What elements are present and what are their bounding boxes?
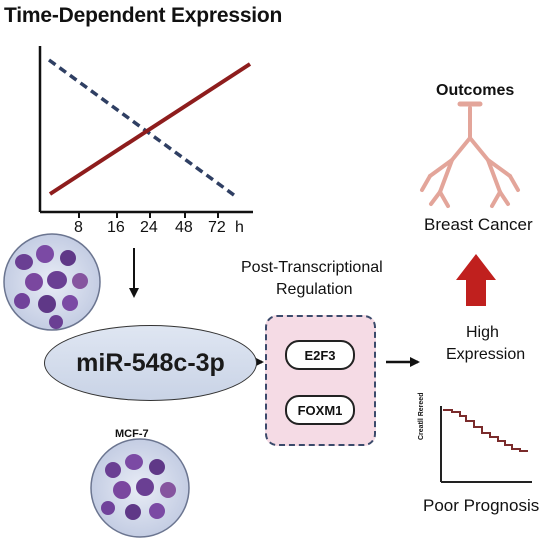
- diagram-title: Time-Dependent Expression: [4, 4, 283, 27]
- prognosis-caption: Poor Prognosis: [423, 496, 540, 515]
- mirna-node: miR-548c-3p: [44, 325, 257, 401]
- regulation-label-line2: Regulation: [276, 281, 353, 298]
- cell-line-label: MCF-7: [115, 428, 149, 440]
- x-tick-label: 16: [107, 219, 125, 236]
- upward-arrow: [456, 254, 496, 306]
- x-tick-label: 72: [208, 219, 226, 236]
- cell-micrograph-bottom: [90, 438, 190, 538]
- expression-label-line2: Expression: [446, 346, 526, 363]
- cell-micrograph-top: [3, 233, 101, 331]
- expression-label-line1: High: [466, 324, 499, 341]
- x-tick-label: 8: [74, 219, 83, 236]
- survival-chart: [440, 406, 532, 483]
- regulation-box: [265, 315, 376, 446]
- regulation-label-line1: Post-Transcriptional: [241, 259, 383, 276]
- x-tick-label: 48: [175, 219, 193, 236]
- outcomes-title: Outcomes: [436, 82, 515, 99]
- lungs-icon: [420, 101, 520, 208]
- survival-curve: [443, 409, 528, 452]
- gene-foxm1: FOXM1: [285, 395, 355, 425]
- x-tick-label: h: [235, 219, 244, 236]
- disease-label: Breast Cancer: [424, 215, 533, 234]
- rising-series-line: [48, 62, 252, 196]
- survival-y-label: Creatll Rereed: [418, 392, 425, 440]
- gene-e2f3: E2F3: [285, 340, 355, 370]
- falling-series-line: [47, 58, 240, 200]
- x-tick-label: 24: [140, 219, 158, 236]
